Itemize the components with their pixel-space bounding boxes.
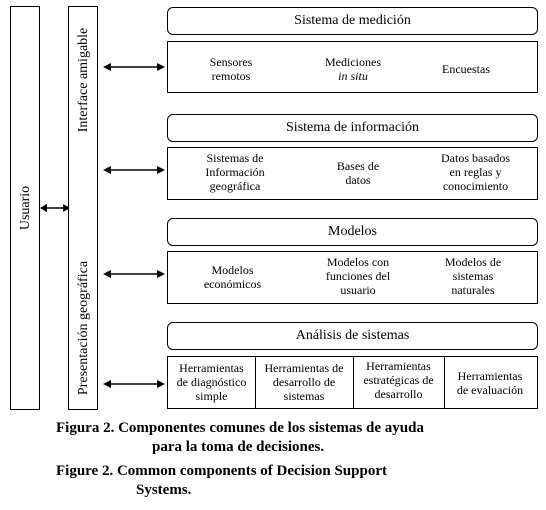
- caption-es-text2: para la toma de decisiones.: [152, 439, 325, 455]
- caption-es-label: Figura 2.: [56, 420, 115, 436]
- section-title: Modelos: [328, 224, 377, 239]
- geographic-presentation-label: Presentación geográfica: [76, 260, 91, 396]
- caption-en-text: Common components of Decision Support: [116, 463, 387, 479]
- caption-en: Figure 2. Common components of Decision …: [56, 462, 536, 500]
- user-bar: Usuario: [10, 6, 40, 410]
- section-title: Análisis de sistemas: [295, 328, 410, 343]
- section-header-information: Sistema de información: [167, 114, 538, 142]
- item-in-situ: Mediciones in situ: [298, 55, 408, 83]
- section-title: Sistema de información: [286, 120, 419, 135]
- in-situ-line1: Mediciones: [325, 55, 381, 69]
- interface-bar: Interface amigable Presentación geográfi…: [68, 6, 98, 410]
- caption-es-text: Componentes comunes de los sistemas de a…: [118, 420, 424, 436]
- caption-en-text2: Systems.: [136, 482, 192, 498]
- item-diagnostic-tools: Herramientas de diagnóstico simple: [176, 361, 247, 403]
- interface-friendly-label: Interface amigable: [76, 27, 91, 133]
- double-arrow-icon: [103, 63, 165, 71]
- item-economic-models: Modelos económicos: [203, 263, 262, 291]
- section-header-systems-analysis: Análisis de sistemas: [167, 322, 538, 350]
- double-arrow-icon: [103, 166, 165, 174]
- item-strategic-tools: Herramientas estratégicas de desarrollo: [363, 359, 434, 401]
- item-user-function-models: Modelos con funciones del usuario: [325, 255, 391, 297]
- section-row-information: Sistemas de Información geográfica Bases…: [167, 147, 538, 200]
- item-natural-systems-models: Modelos de sistemas naturales: [444, 255, 502, 297]
- section-header-models: Modelos: [167, 218, 538, 246]
- cell-divider: [353, 357, 354, 408]
- item-systems-development-tools: Herramientas de desarrollo de sistemas: [264, 361, 344, 403]
- item-surveys: Encuestas: [442, 62, 490, 76]
- double-arrow-icon: [103, 380, 165, 388]
- in-situ-line2: in situ: [338, 69, 368, 83]
- section-title: Sistema de medición: [294, 13, 411, 28]
- item-databases: Bases de datos: [336, 159, 380, 187]
- item-evaluation-tools: Herramientas de evaluación: [456, 369, 524, 397]
- cell-divider: [444, 357, 445, 408]
- caption-en-label: Figure 2.: [56, 463, 114, 479]
- section-row-measurement: Sensores remotos Mediciones in situ Encu…: [167, 41, 538, 93]
- caption-es: Figura 2. Componentes comunes de los sis…: [56, 419, 536, 457]
- cell-divider: [255, 357, 256, 408]
- section-row-systems-analysis: Herramientas de diagnóstico simple Herra…: [167, 356, 538, 409]
- item-gis: Sistemas de Información geográfica: [205, 151, 265, 193]
- item-remote-sensors: Sensores remotos: [209, 55, 253, 83]
- double-arrow-icon: [40, 204, 70, 212]
- user-label: Usuario: [18, 185, 33, 231]
- section-header-measurement: Sistema de medición: [167, 7, 538, 35]
- section-row-models: Modelos económicos Modelos con funciones…: [167, 251, 538, 304]
- double-arrow-icon: [103, 270, 165, 278]
- item-knowledge-data: Datos basados en reglas y conocimiento: [441, 151, 510, 193]
